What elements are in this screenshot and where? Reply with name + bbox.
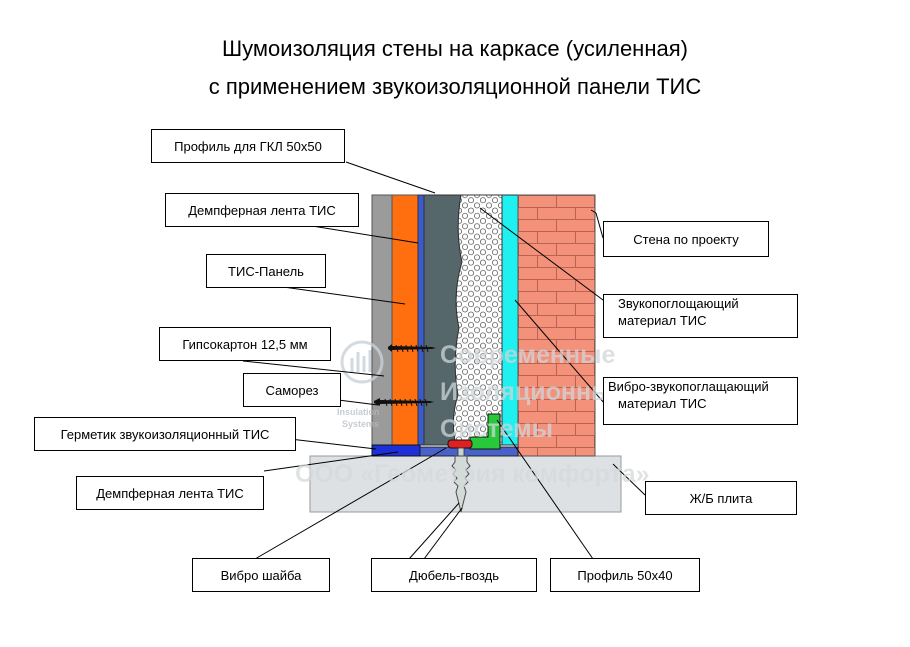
profile-50x40	[469, 413, 501, 450]
brick-wall	[517, 194, 596, 457]
watermark-line-1: Современные	[440, 341, 616, 369]
label-profile-gkl: Профиль для ГКЛ 50х50	[151, 129, 345, 163]
title-line-1: Шумоизоляция стены на каркасе (усиленная…	[222, 36, 688, 61]
label-damper-bottom: Демпферная лента ТИС	[76, 476, 264, 510]
label-absorb-line-2: материал ТИС	[618, 313, 707, 328]
dowel-nail	[451, 447, 471, 513]
leader-lines	[242, 161, 646, 560]
watermark-line-2: Изоляционные	[440, 378, 627, 406]
watermark-logo-text-2: Systems	[342, 419, 380, 429]
watermark-logo	[340, 340, 384, 384]
title-line-2: с применением звукоизоляционной панели Т…	[208, 74, 702, 99]
absorb-material	[452, 194, 503, 446]
screw-upper	[388, 344, 436, 353]
label-screw: Саморез	[243, 373, 341, 407]
vibro-layer	[501, 194, 519, 446]
label-washer: Вибро шайба	[192, 558, 330, 592]
watermark-line-3: Системы	[440, 415, 553, 443]
damper-tape-vertical	[417, 194, 425, 446]
label-sealant: Герметик звукоизоляционный ТИС	[34, 417, 296, 451]
tis-panel-layer	[391, 194, 419, 446]
label-absorb-material: Звукопоглощающий материал ТИС	[603, 294, 798, 338]
watermark-company: ООО «Геометрия комфорта»	[295, 460, 650, 488]
label-damper-top: Демпферная лента ТИС	[165, 193, 359, 227]
label-drywall: Гипсокартон 12,5 мм	[159, 327, 331, 361]
watermark-logo-text-1: Insulation	[337, 407, 380, 417]
label-wall: Стена по проекту	[603, 221, 769, 257]
screw-lower	[374, 398, 434, 407]
label-vibro-line-1: Вибро-звукопоглащающий	[608, 379, 769, 394]
label-vibro-material: Вибро-звукопоглащающий материал ТИС	[603, 377, 798, 425]
label-tis-panel: ТИС-Панель	[206, 254, 326, 288]
label-slab: Ж/Б плита	[645, 481, 797, 515]
label-vibro-line-2: материал ТИС	[618, 396, 707, 411]
label-profile-50x40: Профиль 50х40	[550, 558, 700, 592]
label-dowel: Дюбель-гвоздь	[371, 558, 537, 592]
label-absorb-line-1: Звукопоглощающий	[618, 296, 739, 311]
